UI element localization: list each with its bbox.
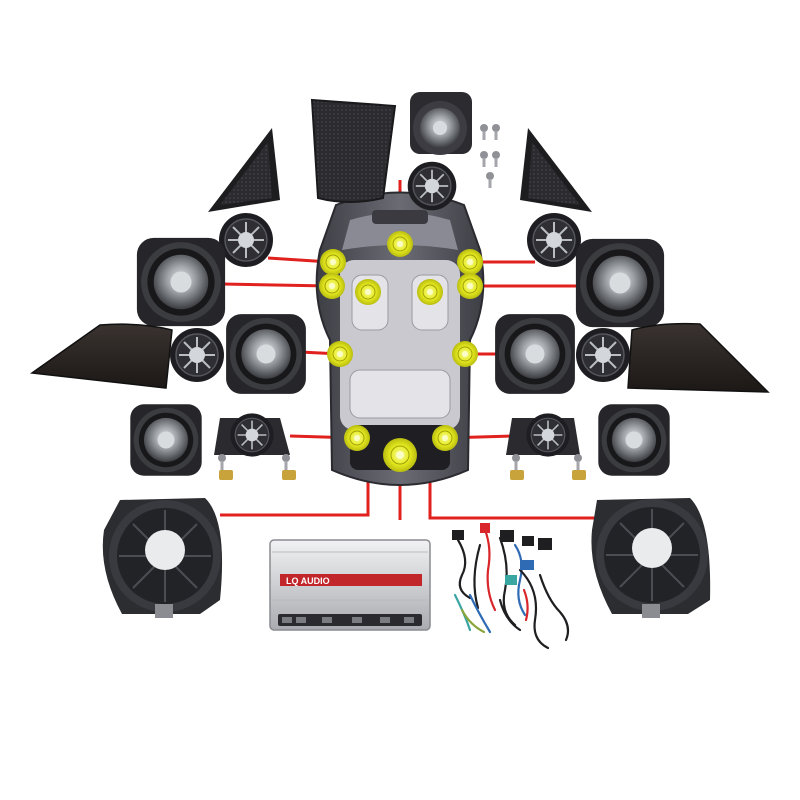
screws-right: [510, 454, 586, 480]
right-mid-speaker-middle: [495, 314, 575, 394]
wiring-harness: [453, 528, 570, 650]
right-tweeter-lower: [506, 412, 580, 458]
left-tweeter-lower: [214, 412, 290, 458]
screws-top: [480, 124, 500, 188]
amp-brand-label: LQ AUDIO: [286, 576, 330, 586]
right-tweeter-middle: [575, 327, 631, 383]
left-mid-speaker-lower: [130, 404, 202, 476]
center-grille-panel: [310, 98, 397, 203]
right-tweeter-pod: [520, 128, 592, 212]
right-mid-speaker-upper: [575, 238, 665, 328]
center-speaker: [410, 92, 472, 155]
left-tweeter-upper: [218, 212, 274, 268]
screws-left: [218, 454, 296, 480]
amplifier: LQ AUDIO: [269, 539, 431, 631]
right-door-panel: [627, 322, 770, 393]
left-tweeter-middle: [169, 327, 225, 383]
right-subwoofer: [591, 498, 711, 618]
left-tweeter-pod: [208, 128, 280, 212]
left-subwoofer: [102, 498, 223, 618]
car-speaker-highlights: [318, 230, 484, 472]
left-mid-speaker-upper: [136, 237, 226, 327]
right-tweeter-upper: [526, 212, 582, 268]
left-mid-speaker-middle: [226, 314, 306, 394]
harness-connectors: [452, 523, 552, 585]
left-door-panel: [29, 323, 173, 389]
right-mid-speaker-lower: [598, 404, 670, 476]
center-tweeter: [406, 160, 458, 212]
